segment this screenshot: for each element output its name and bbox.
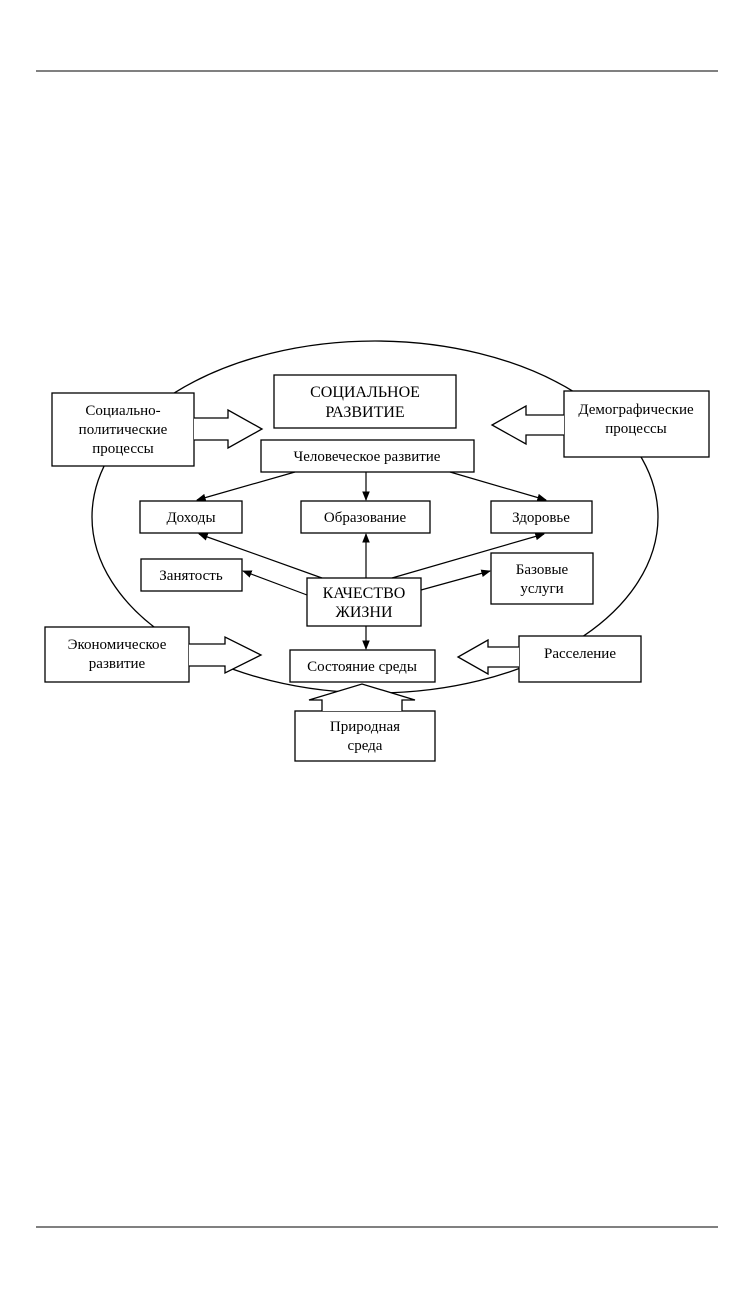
settlement-arrow bbox=[456, 638, 519, 676]
sociopolitical-label-1: Социально- bbox=[85, 403, 160, 419]
settlement-label: Расселение bbox=[544, 646, 616, 662]
social-development-label-1: СОЦИАЛЬНОЕ bbox=[310, 384, 420, 401]
sociopolitical-box bbox=[51, 392, 195, 467]
economic-arrow bbox=[189, 635, 263, 675]
sociopolitical-label-2: политические bbox=[79, 422, 168, 438]
settlement-box bbox=[518, 635, 642, 683]
demographic-label-1: Демографические bbox=[578, 402, 694, 418]
natural-environment-label-2: среда bbox=[348, 738, 383, 754]
arrow-human-to-income bbox=[196, 471, 296, 502]
quality-of-life-label-1: КАЧЕСТВО bbox=[323, 585, 406, 602]
arrow-quality-to-health bbox=[391, 532, 545, 579]
human-development-box bbox=[260, 439, 475, 473]
natural-environment-label-1: Природная bbox=[330, 719, 400, 735]
health-label: Здоровье bbox=[512, 510, 570, 526]
economic-box bbox=[44, 626, 190, 683]
basic-services-label-2: услуги bbox=[520, 581, 563, 597]
demographic-arrow bbox=[490, 404, 564, 446]
arrow-quality-to-income bbox=[198, 533, 323, 579]
arrow-quality-to-employment bbox=[242, 570, 308, 596]
environment-state-box bbox=[289, 649, 436, 683]
environment-state-label: Состояние среды bbox=[307, 659, 417, 675]
sociopolitical-arrow bbox=[194, 408, 264, 450]
basic-services-label-1: Базовые bbox=[516, 562, 569, 578]
economic-label-1: Экономическое bbox=[68, 637, 167, 653]
arrow-human-to-health bbox=[449, 471, 547, 502]
natural-environment-arrow bbox=[308, 683, 416, 711]
economic-label-2: развитие bbox=[89, 656, 146, 672]
employment-box bbox=[140, 558, 243, 592]
human-development-label: Человеческое развитие bbox=[294, 449, 441, 465]
income-label: Доходы bbox=[166, 510, 215, 526]
social-development-box bbox=[273, 374, 457, 429]
sociopolitical-label-3: процессы bbox=[92, 441, 153, 457]
quality-of-life-box bbox=[306, 577, 422, 627]
health-box bbox=[490, 500, 593, 534]
arrow-quality-to-basic-services bbox=[420, 569, 491, 591]
income-box bbox=[139, 500, 243, 534]
basic-services-box bbox=[490, 552, 594, 605]
quality-of-life-label-2: ЖИЗНИ bbox=[335, 604, 392, 621]
demographic-box bbox=[563, 390, 710, 458]
demographic-label-2: процессы bbox=[605, 421, 666, 437]
education-label: Образование bbox=[324, 510, 407, 526]
education-box bbox=[300, 500, 431, 534]
social-development-label-2: РАЗВИТИЕ bbox=[325, 404, 404, 421]
employment-label: Занятость bbox=[159, 568, 223, 584]
